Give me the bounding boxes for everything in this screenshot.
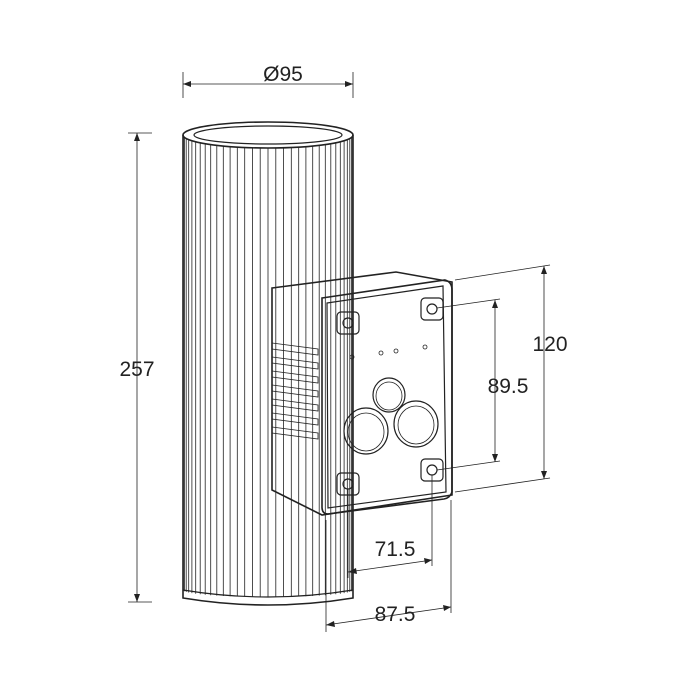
label-bracket-depth: 87.5 xyxy=(375,603,416,626)
cylinder-ribs xyxy=(182,136,354,597)
bracket-vents xyxy=(271,342,319,440)
label-diameter: Ø95 xyxy=(263,63,303,86)
mounting-hole-top-right xyxy=(420,297,444,321)
label-hole-spacing-horizontal: 71.5 xyxy=(375,538,416,561)
cable-gland-small xyxy=(372,377,406,413)
mounting-bracket xyxy=(271,271,453,516)
screw-dots xyxy=(349,344,428,360)
vent-slat xyxy=(271,370,319,384)
dimension-bracket-depth: 87.5 xyxy=(325,500,452,632)
dimension-height: 257 xyxy=(119,132,155,603)
dimension-bracket-height: 120 xyxy=(454,264,568,493)
vent-slat xyxy=(271,398,319,412)
dimension-hole-spacing-vertical: 89.5 xyxy=(436,298,529,471)
label-hole-spacing-vertical: 89.5 xyxy=(488,375,529,398)
dimension-hole-spacing-horizontal: 71.5 xyxy=(347,475,433,578)
cylinder-body xyxy=(182,121,354,606)
dimension-diameter: Ø95 xyxy=(182,63,354,98)
label-bracket-height: 120 xyxy=(532,333,567,356)
cable-gland-left xyxy=(343,407,389,455)
vent-slat xyxy=(271,342,319,356)
mounting-hole-top-left xyxy=(336,311,360,335)
vent-slat xyxy=(271,412,319,426)
cable-gland-right xyxy=(393,400,439,448)
vent-slat xyxy=(271,384,319,398)
vent-slat xyxy=(271,356,319,370)
vent-slat xyxy=(271,426,319,440)
label-height: 257 xyxy=(119,358,154,381)
